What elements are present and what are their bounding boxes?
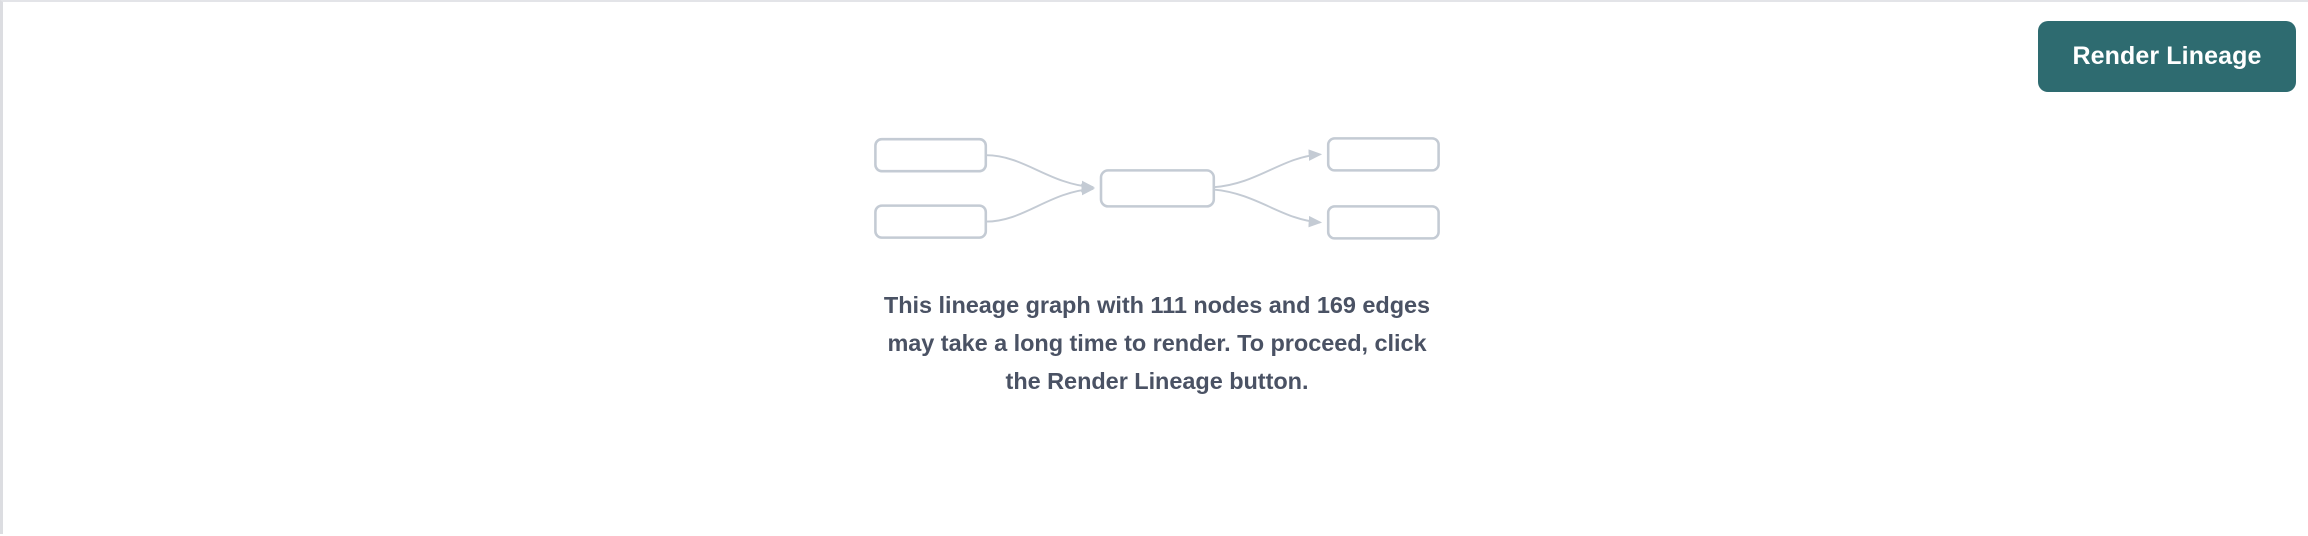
lineage-edges: [985, 149, 1323, 228]
lineage-placeholder: This lineage graph with 111 nodes and 16…: [3, 2, 2308, 536]
edge-center-to-right-top: [1213, 149, 1323, 189]
lineage-nodes: [874, 137, 1440, 240]
edge-center-to-right-bottom: [1213, 188, 1323, 228]
render-lineage-button[interactable]: Render Lineage: [2038, 21, 2296, 92]
lineage-node-left-top: [874, 137, 988, 173]
edge-left-top-to-center: [985, 154, 1095, 193]
lineage-node-right-top: [1326, 137, 1440, 172]
lineage-node-right-bottom: [1326, 205, 1440, 240]
edge-left-bottom-to-center: [985, 183, 1095, 223]
lineage-warning-message: This lineage graph with 111 nodes and 16…: [883, 292, 1431, 394]
lineage-node-center: [1099, 169, 1216, 208]
lineage-node-left-bottom: [874, 204, 988, 239]
lineage-graph-illustration: [874, 137, 1440, 240]
